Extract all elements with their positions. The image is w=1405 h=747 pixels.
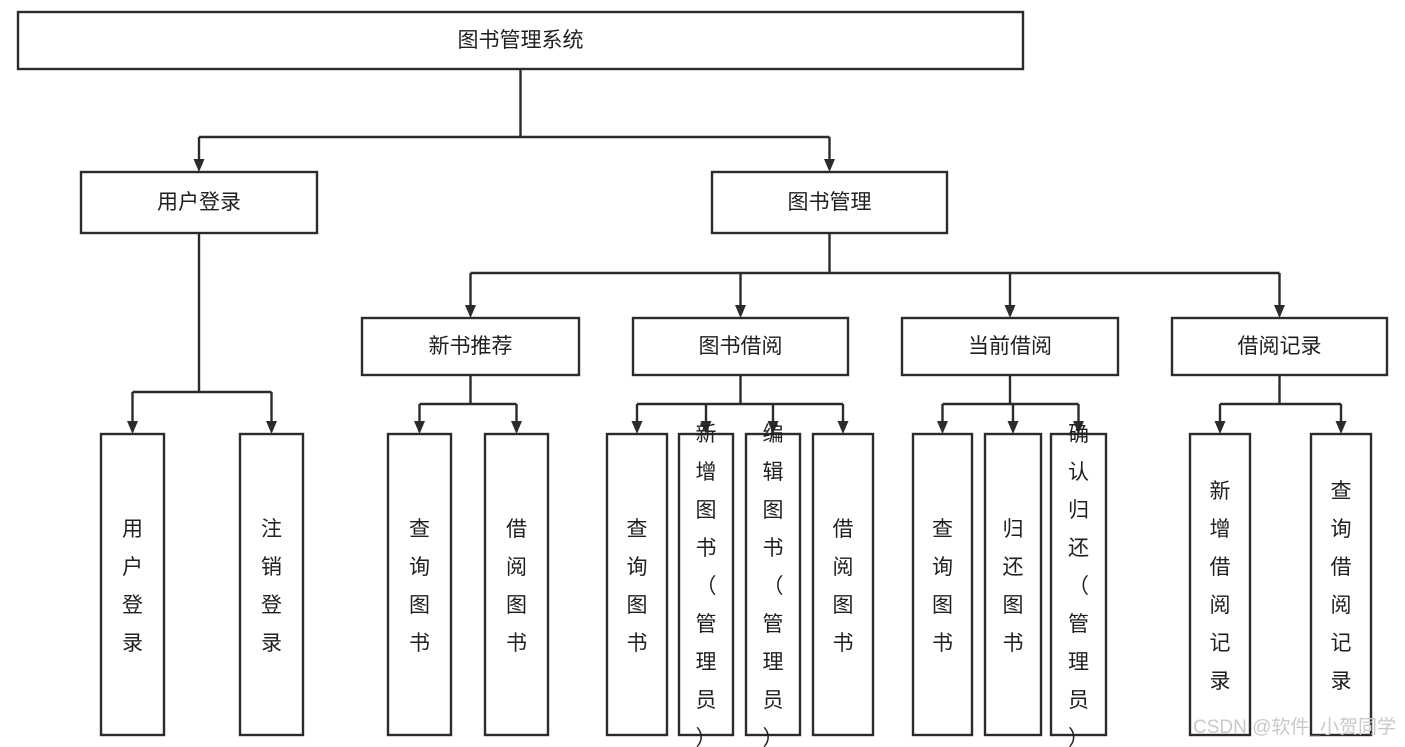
node-label: 编辑图书（管理员）: [763, 423, 784, 747]
node-rect: [1309, 432, 1373, 737]
node-leaf-confirm-return-admin[interactable]: 确认归还（管理员）: [1049, 423, 1108, 747]
arrow-down-icon: [824, 159, 835, 172]
node-label: 用户登录: [122, 518, 143, 655]
node-borrow-record[interactable]: 借阅记录: [1170, 316, 1389, 377]
node-label: 图书管理: [788, 191, 872, 214]
node-leaf-add-book-admin[interactable]: 新增图书（管理员）: [677, 423, 735, 747]
node-label: 注销登录: [261, 518, 282, 655]
node-book-manage[interactable]: 图书管理: [710, 170, 949, 235]
node-label: 新增借阅记录: [1210, 480, 1231, 693]
arrow-down-icon: [631, 421, 643, 434]
node-label: 确认归还（管理员）: [1068, 423, 1089, 747]
node-label: 查询图书: [627, 518, 648, 655]
node-label: 归还图书: [1003, 518, 1024, 655]
node-label: 用户登录: [157, 191, 241, 214]
arrow-down-icon: [414, 421, 425, 434]
node-leaf-borrow-book-2[interactable]: 借阅图书: [811, 432, 875, 737]
arrow-down-icon: [193, 159, 205, 172]
arrow-down-icon: [1335, 421, 1347, 434]
node-label: 借阅图书: [506, 518, 527, 655]
node-leaf-user-logout[interactable]: 注销登录: [238, 432, 305, 737]
node-leaf-query-book-2[interactable]: 查询图书: [605, 432, 669, 737]
node-label: 查询图书: [932, 518, 953, 655]
node-rect: [811, 432, 875, 737]
arrow-down-icon: [1073, 421, 1084, 434]
node-book-borrow[interactable]: 图书借阅: [631, 316, 850, 377]
node-label: 新书推荐: [429, 335, 513, 358]
node-label: 查询借阅记录: [1331, 480, 1352, 693]
node-label: 查询图书: [409, 518, 430, 655]
node-rect: [631, 316, 850, 377]
node-rect: [605, 432, 669, 737]
node-rect: [710, 170, 949, 235]
connector-lines: [127, 69, 1347, 434]
node-rect: [677, 432, 735, 737]
arrow-down-icon: [1004, 305, 1016, 318]
arrow-down-icon: [735, 305, 746, 318]
arrow-down-icon: [1007, 421, 1019, 434]
node-leaf-user-login[interactable]: 用户登录: [99, 432, 166, 737]
node-label: 借阅图书: [833, 518, 854, 655]
arrow-down-icon: [511, 421, 522, 434]
node-label: 图书管理系统: [458, 29, 584, 52]
node-current-borrow[interactable]: 当前借阅: [900, 316, 1120, 377]
arrow-down-icon: [127, 421, 138, 434]
node-rect: [16, 10, 1025, 71]
node-rect: [983, 432, 1043, 737]
node-leaf-return-book[interactable]: 归还图书: [983, 432, 1043, 737]
node-rect: [238, 432, 305, 737]
arrow-down-icon: [700, 421, 712, 434]
node-rect: [900, 316, 1120, 377]
arrow-down-icon: [266, 421, 277, 434]
node-root[interactable]: 图书管理系统: [16, 10, 1025, 71]
arrow-down-icon: [837, 421, 849, 434]
csdn-watermark: CSDN @软件_小贺同学: [1193, 716, 1396, 738]
node-leaf-query-book-1[interactable]: 查询图书: [386, 432, 453, 737]
node-label: 当前借阅: [968, 335, 1052, 358]
node-new-book-recommend[interactable]: 新书推荐: [360, 316, 581, 377]
node-rect: [79, 170, 319, 235]
node-rect: [1188, 432, 1252, 737]
arrow-down-icon: [767, 421, 779, 434]
node-boxes: 图书管理系统用户登录图书管理新书推荐图书借阅当前借阅借阅记录用户登录注销登录查询…: [16, 10, 1389, 747]
arrow-down-icon: [937, 421, 948, 434]
node-leaf-borrow-book-1[interactable]: 借阅图书: [483, 432, 550, 737]
node-leaf-add-borrow-record[interactable]: 新增借阅记录: [1188, 432, 1252, 737]
node-rect: [1049, 432, 1108, 737]
node-label: 新增图书（管理员）: [696, 423, 717, 747]
node-label: 图书借阅: [699, 335, 783, 358]
node-user-login[interactable]: 用户登录: [79, 170, 319, 235]
node-rect: [911, 432, 974, 737]
node-rect: [744, 432, 802, 737]
node-rect: [99, 432, 166, 737]
node-rect: [386, 432, 453, 737]
arrow-down-icon: [465, 305, 476, 318]
node-rect: [1170, 316, 1389, 377]
node-leaf-edit-book-admin[interactable]: 编辑图书（管理员）: [744, 423, 802, 747]
arrow-down-icon: [1214, 421, 1226, 434]
node-rect: [360, 316, 581, 377]
node-label: 借阅记录: [1238, 335, 1322, 358]
node-rect: [483, 432, 550, 737]
arrow-down-icon: [1274, 305, 1285, 318]
node-leaf-query-borrow-record[interactable]: 查询借阅记录: [1309, 432, 1373, 737]
node-leaf-query-book-3[interactable]: 查询图书: [911, 432, 974, 737]
